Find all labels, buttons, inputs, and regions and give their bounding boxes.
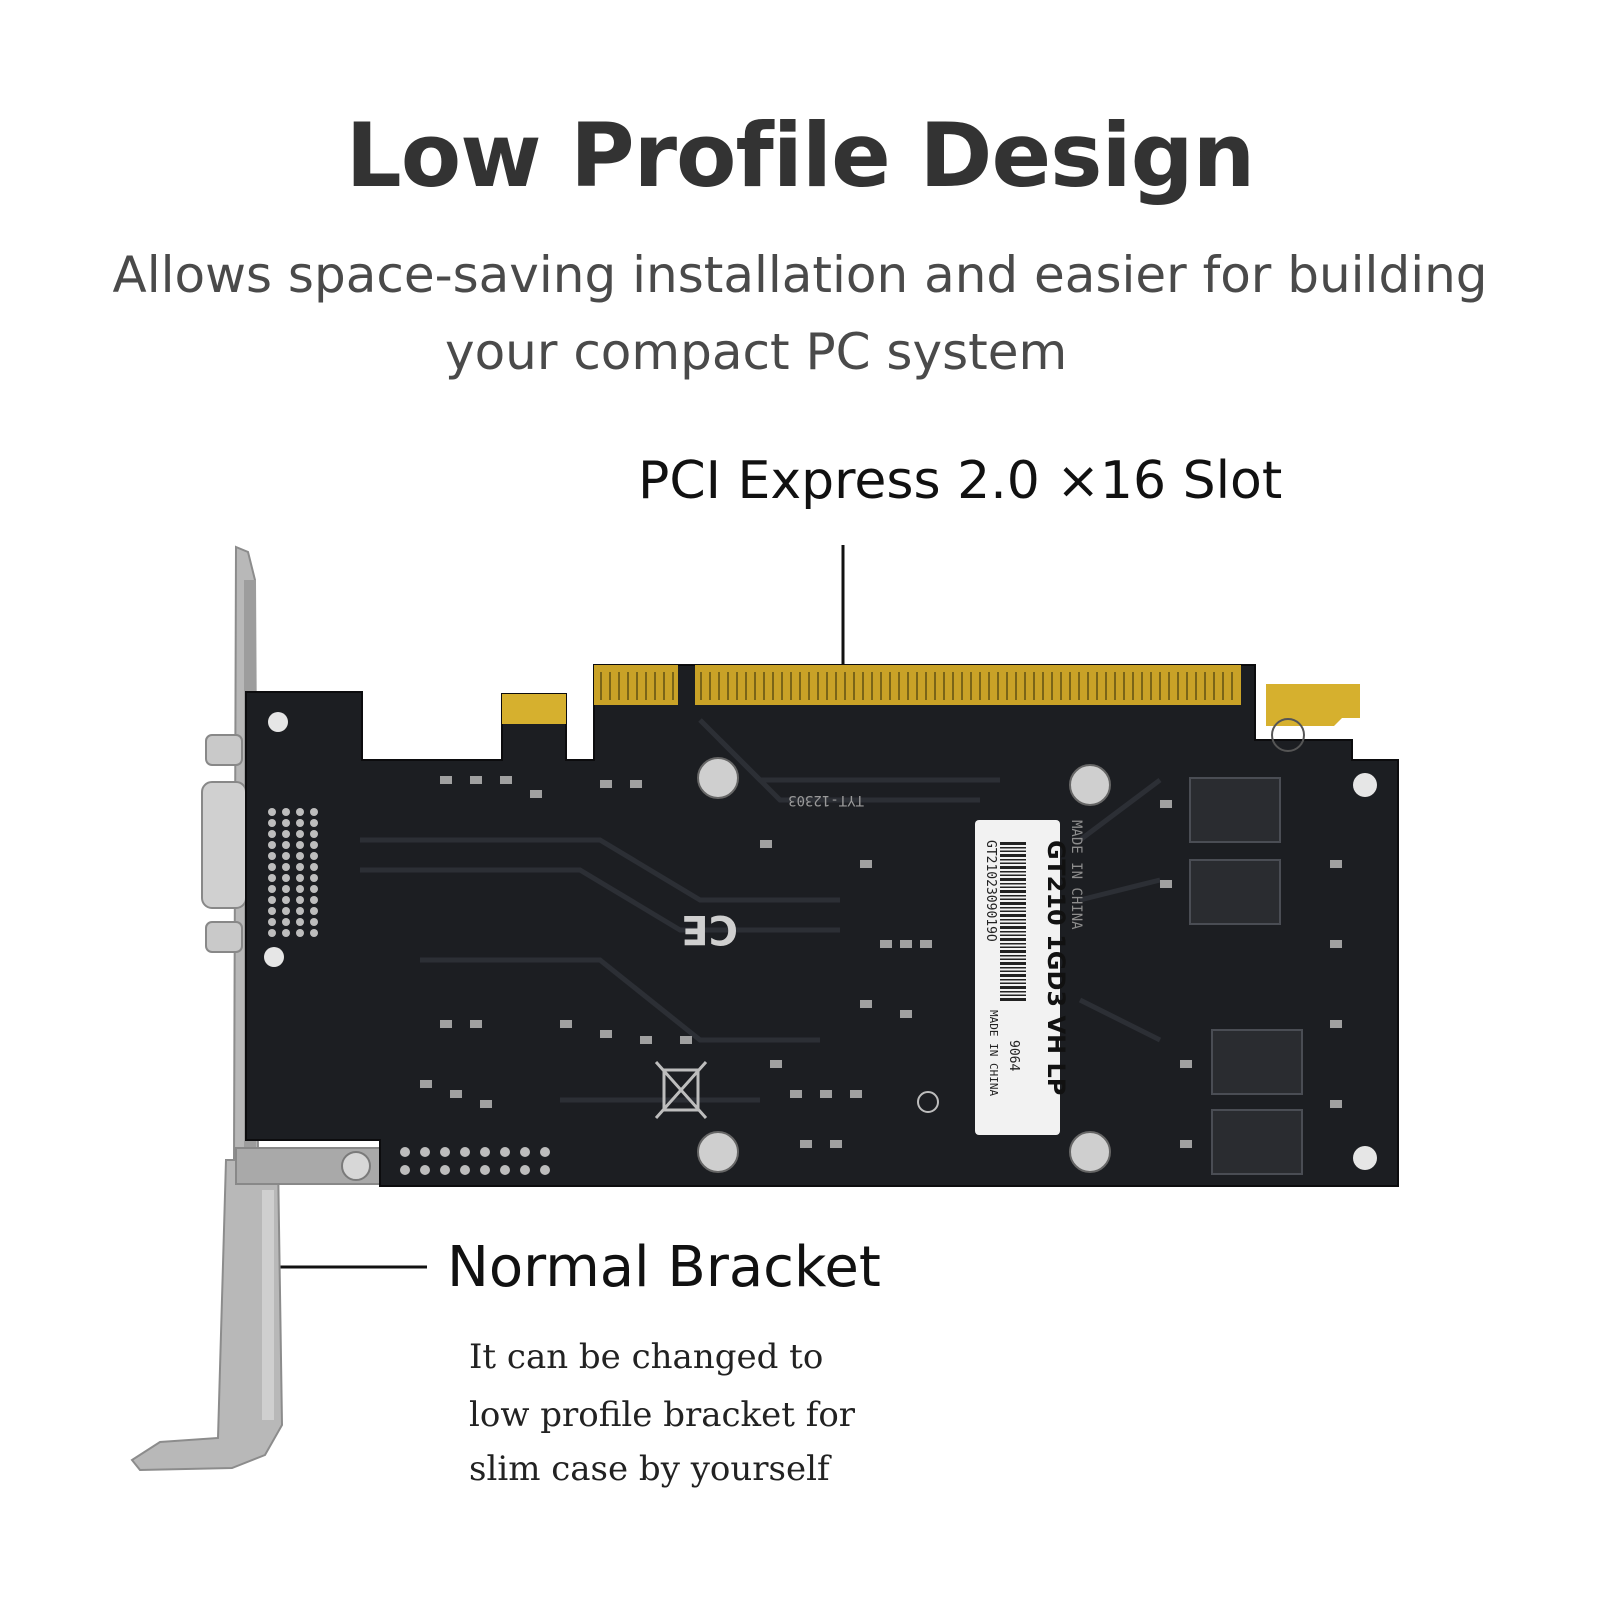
bracket-note-line-3: slim case by yourself [469, 1449, 830, 1489]
vga-port [201, 734, 247, 953]
pcb-made-in-text: MADE IN CHINA [1068, 820, 1084, 930]
ground-symbol-icon [917, 1091, 939, 1113]
ce-mark-icon: CE [681, 906, 738, 952]
pcie-gold-fingers [502, 665, 1360, 726]
pcb-code-text: TYT-12303 [788, 792, 864, 808]
bracket-screw-icon [341, 1151, 371, 1181]
label-model-text: GT210 1GD3 VH LP [1042, 840, 1070, 1095]
bracket-note-line-2: low profile bracket for [469, 1395, 856, 1435]
bracket-callout: Normal Bracket [447, 1235, 881, 1300]
pci-slot-callout: PCI Express 2.0 ×16 Slot [638, 451, 1283, 511]
pcb-board [245, 664, 1399, 1187]
product-label: GT210 1GD3 VH LP GT2102309019O 9064 MADE… [975, 820, 1070, 1135]
smd-components [420, 776, 1342, 1148]
subtitle-line-1: Allows space-saving installation and eas… [112, 246, 1488, 304]
label-code-text: 9064 [1006, 1040, 1021, 1071]
subtitle-line-2: your compact PC system [445, 323, 1068, 381]
screw-icon-group [264, 712, 1377, 1173]
label-origin-text: MADE IN CHINA [987, 1010, 1000, 1096]
weee-bin-icon [654, 1061, 708, 1119]
connector-pins [268, 808, 550, 1175]
bracket-note-line-1: It can be changed to [469, 1337, 824, 1377]
pb-free-icon [1271, 718, 1305, 752]
memory-chips [1189, 777, 1303, 1175]
label-serial-text: GT2102309019O [983, 840, 998, 942]
page-title: Low Profile Design [345, 104, 1256, 207]
